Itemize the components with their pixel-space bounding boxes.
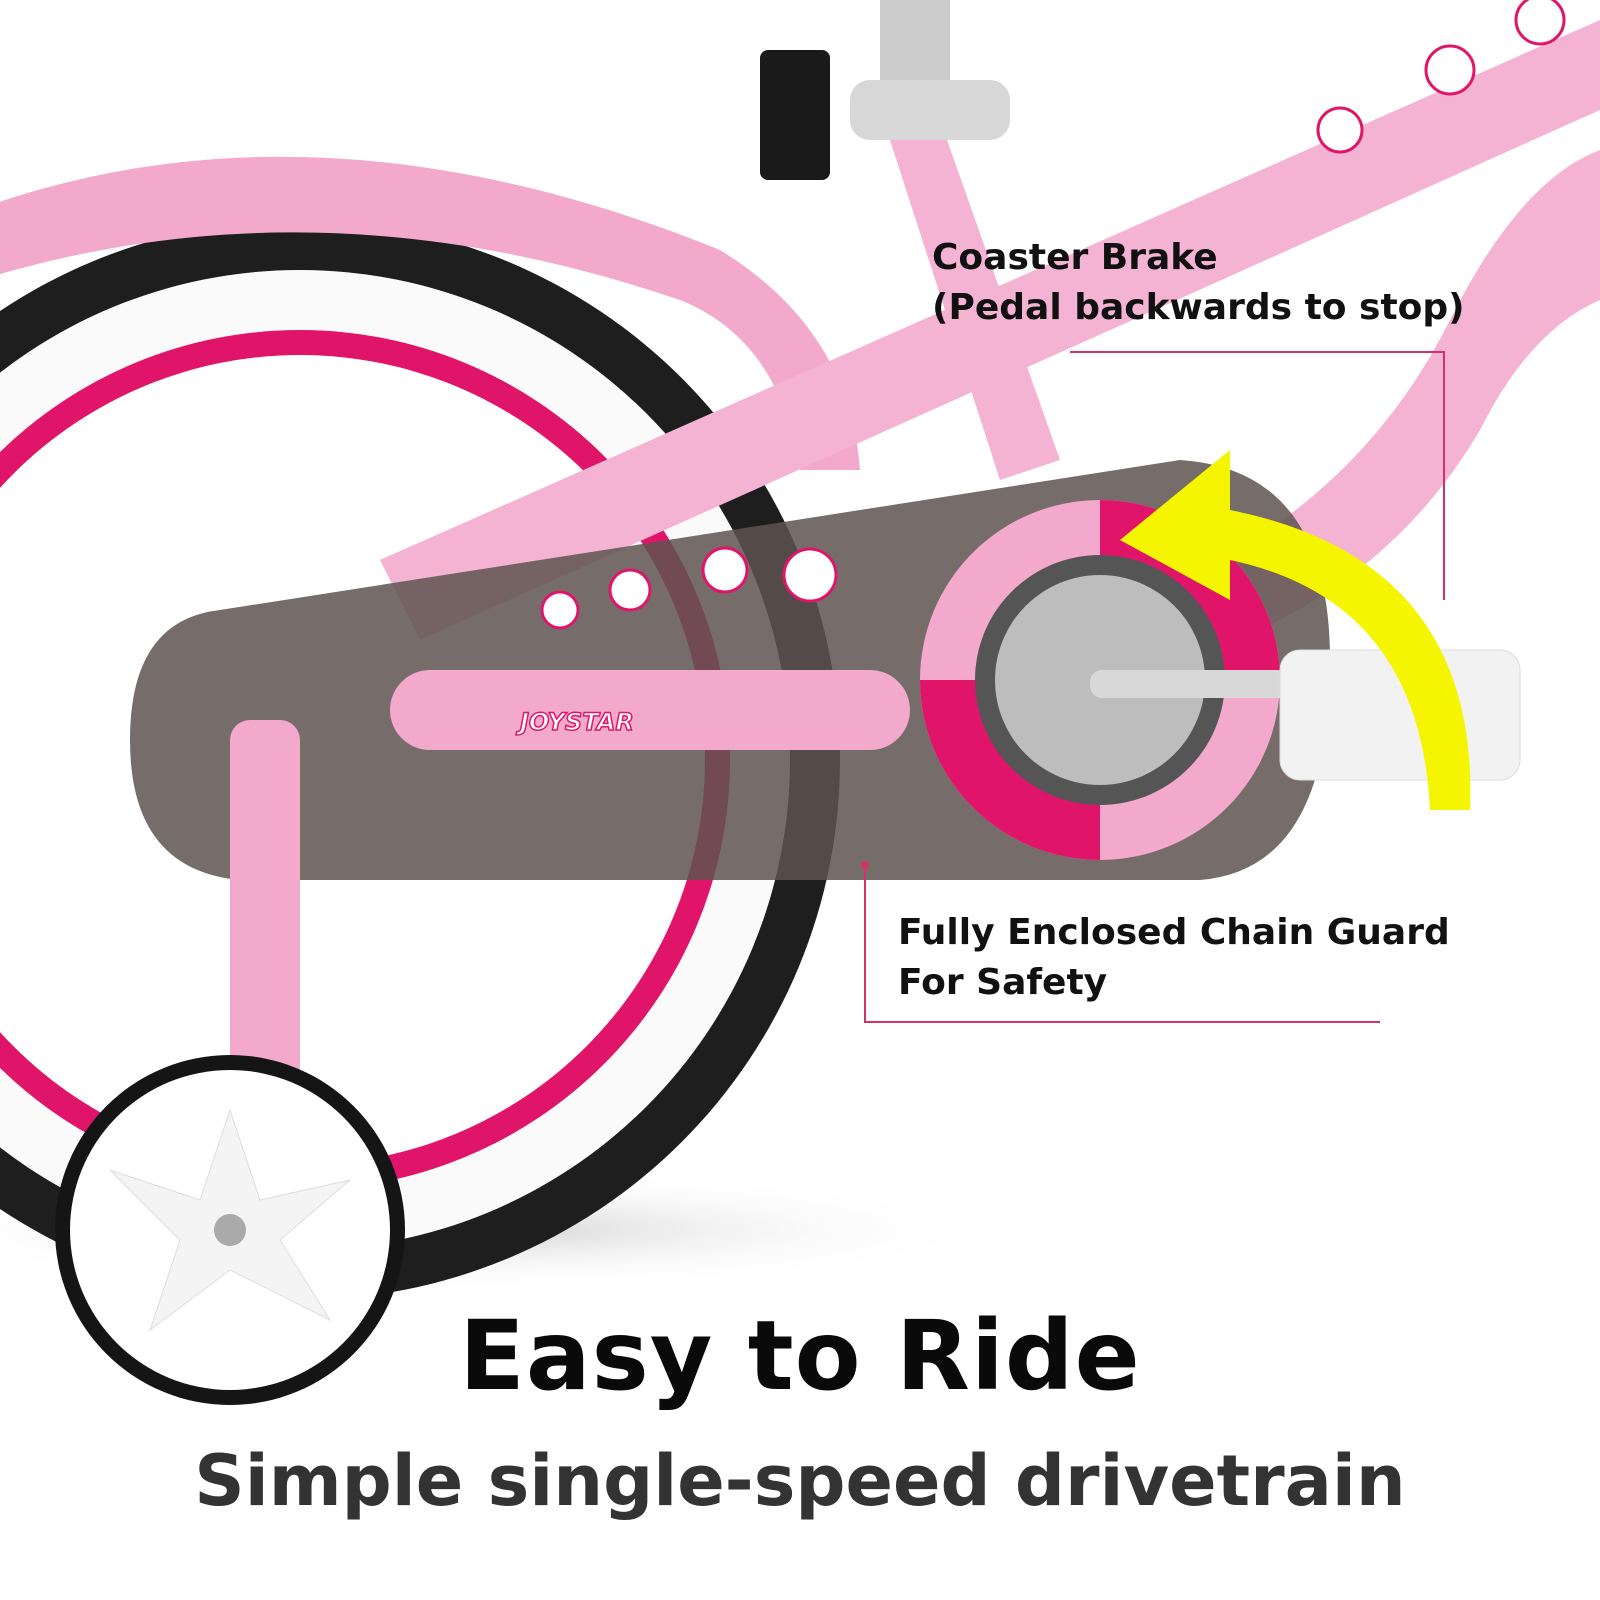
brake-callout-line xyxy=(1070,351,1445,600)
seat-post xyxy=(760,0,1010,180)
guard-description: For Safety xyxy=(898,962,1108,1003)
headline: Easy to Ride xyxy=(459,1300,1141,1412)
bike-frame xyxy=(380,20,1600,660)
flower-decals xyxy=(540,0,1566,630)
joystar-logo: JOYSTAR xyxy=(516,708,634,736)
rear-fender xyxy=(0,156,860,470)
coaster-brake-callout: Coaster Brake (Pedal backwards to stop) xyxy=(932,233,1465,333)
brake-description: (Pedal backwards to stop) xyxy=(932,287,1465,328)
chain-stay: JOYSTAR xyxy=(390,670,910,750)
guard-label: Fully Enclosed Chain Guard xyxy=(898,912,1450,953)
guard-callout-line xyxy=(864,865,1380,1023)
chain-guard-callout: Fully Enclosed Chain Guard For Safety xyxy=(898,908,1450,1008)
brake-label: Coaster Brake xyxy=(932,237,1218,278)
subheadline: Simple single-speed drivetrain xyxy=(194,1440,1406,1522)
training-wheel xyxy=(55,720,405,1405)
guard-callout-dot xyxy=(861,861,869,869)
rotation-arrow-icon xyxy=(1120,450,1471,810)
